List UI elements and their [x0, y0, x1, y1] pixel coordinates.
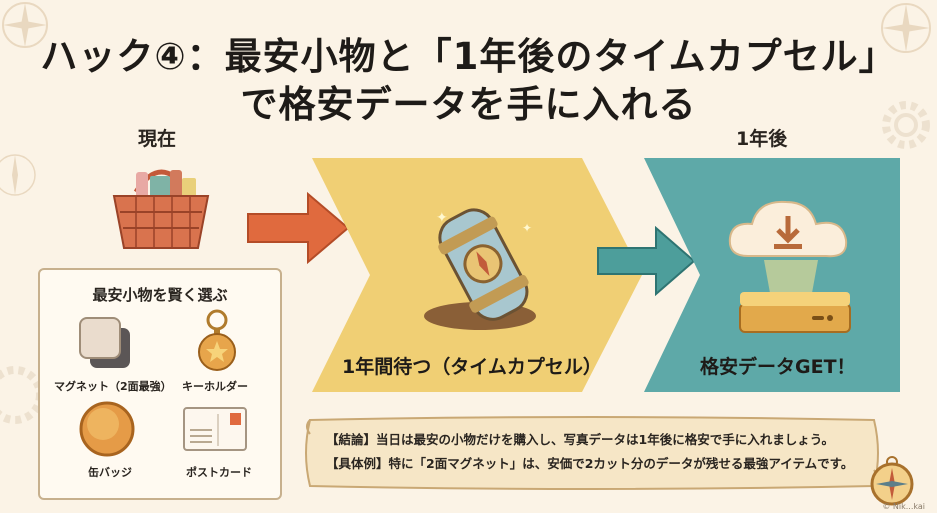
compass-icon — [2, 2, 48, 48]
svg-text:✦: ✦ — [522, 221, 532, 235]
compass-icon — [881, 3, 931, 53]
gear-icon — [882, 101, 930, 149]
shopping-basket-icon — [112, 169, 210, 249]
box-heading: 最安小物を賢く選ぶ — [92, 286, 228, 304]
badge-icon — [79, 401, 135, 457]
cheap-items-box: 最安小物を賢く選ぶ マグネット（2面最強） キーホルダー 缶バッジ ポストカード — [38, 268, 282, 500]
postcard-icon — [183, 407, 247, 451]
item-keychain-label: キーホルダー — [182, 380, 248, 393]
label-now: 現在 — [138, 128, 177, 150]
svg-text:✦: ✦ — [436, 210, 448, 226]
title-line-2: で格安データを手に入れる — [240, 83, 697, 126]
time-capsule-icon: ✦ ✦ — [424, 208, 536, 330]
magnet-icon — [79, 317, 130, 368]
item-magnet-label: マグネット（2面最強） — [54, 380, 172, 393]
label-later: 1年後 — [736, 128, 788, 150]
cloud-download-icon — [728, 200, 851, 333]
note-line-2: 【具体例】特に「2面マグネット」は、安価で2カット分のデータが残せる最強アイテム… — [326, 456, 854, 471]
keychain-icon — [198, 309, 236, 371]
title-line-1: ハック④：最安小物と「1年後のタイムカプセル」 — [40, 35, 897, 78]
note-line-1: 【結論】当日は最安の小物だけを購入し、写真データは1年後に格安で手に入れましょう… — [326, 432, 834, 447]
arrow-right-icon — [597, 226, 696, 296]
compass-icon — [870, 456, 914, 506]
item-postcard-label: ポストカード — [186, 466, 252, 479]
item-badge-label: 缶バッジ — [88, 466, 132, 479]
copyright-text: © Nik...kai — [882, 502, 925, 511]
step-wait-label: 1年間待つ（タイムカプセル） — [342, 356, 602, 378]
conclusion-text: 【結論】当日は最安の小物だけを購入し、写真データは1年後に格安で手に入れましょう… — [326, 428, 853, 476]
step-get-label: 格安データGET！ — [700, 356, 856, 378]
compass-icon — [0, 154, 36, 196]
arrow-right-icon — [247, 191, 350, 265]
conclusion-scroll: 【結論】当日は最安の小物だけを購入し、写真データは1年後に格安で手に入れましょう… — [302, 414, 882, 492]
